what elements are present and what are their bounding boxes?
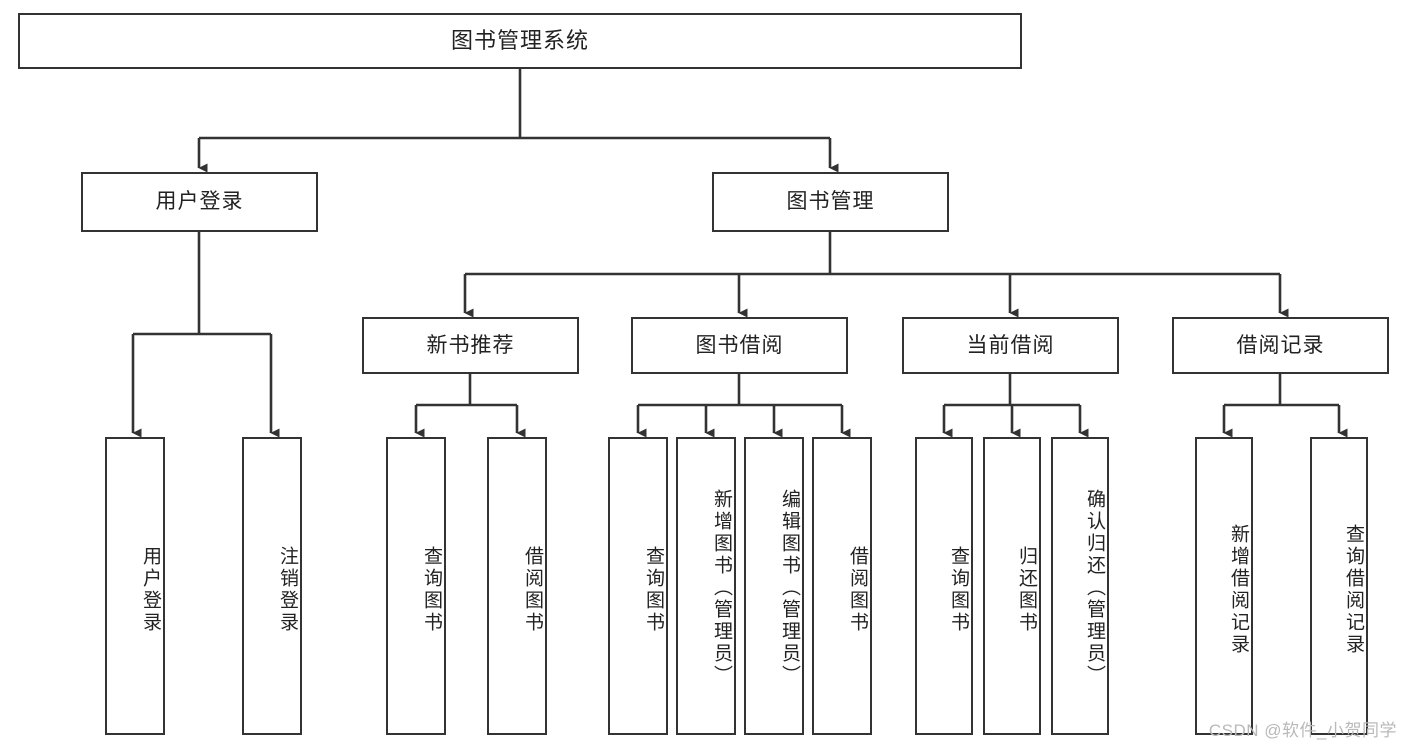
node-leaf-query-book-recommend[interactable]: 查询图书 [386, 437, 446, 735]
node-new-book-recommend[interactable]: 新书推荐 [362, 317, 579, 374]
node-book-manage[interactable]: 图书管理 [712, 172, 949, 232]
node-leaf-query-book-current[interactable]: 查询图书 [915, 437, 973, 735]
node-leaf-borrow-book-recommend[interactable]: 借阅图书 [487, 437, 547, 735]
node-leaf-query-book-borrow[interactable]: 查询图书 [608, 437, 668, 735]
node-leaf-confirm-return-admin[interactable]: 确认归还（管理员） [1051, 437, 1109, 735]
node-leaf-borrow-book[interactable]: 借阅图书 [812, 437, 872, 735]
node-leaf-return-book[interactable]: 归还图书 [983, 437, 1041, 735]
node-current-borrow[interactable]: 当前借阅 [902, 317, 1119, 374]
node-leaf-add-book-admin[interactable]: 新增图书（管理员） [676, 437, 736, 735]
node-leaf-user-login[interactable]: 用户登录 [105, 437, 165, 735]
node-root[interactable]: 图书管理系统 [18, 13, 1022, 69]
node-book-borrow[interactable]: 图书借阅 [631, 317, 848, 374]
node-leaf-query-borrow-record[interactable]: 查询借阅记录 [1310, 437, 1368, 735]
node-borrow-record[interactable]: 借阅记录 [1172, 317, 1389, 374]
node-leaf-add-borrow-record[interactable]: 新增借阅记录 [1195, 437, 1253, 735]
node-user-login[interactable]: 用户登录 [81, 172, 318, 232]
node-leaf-logout[interactable]: 注销登录 [242, 437, 302, 735]
node-leaf-edit-book-admin[interactable]: 编辑图书（管理员） [744, 437, 804, 735]
